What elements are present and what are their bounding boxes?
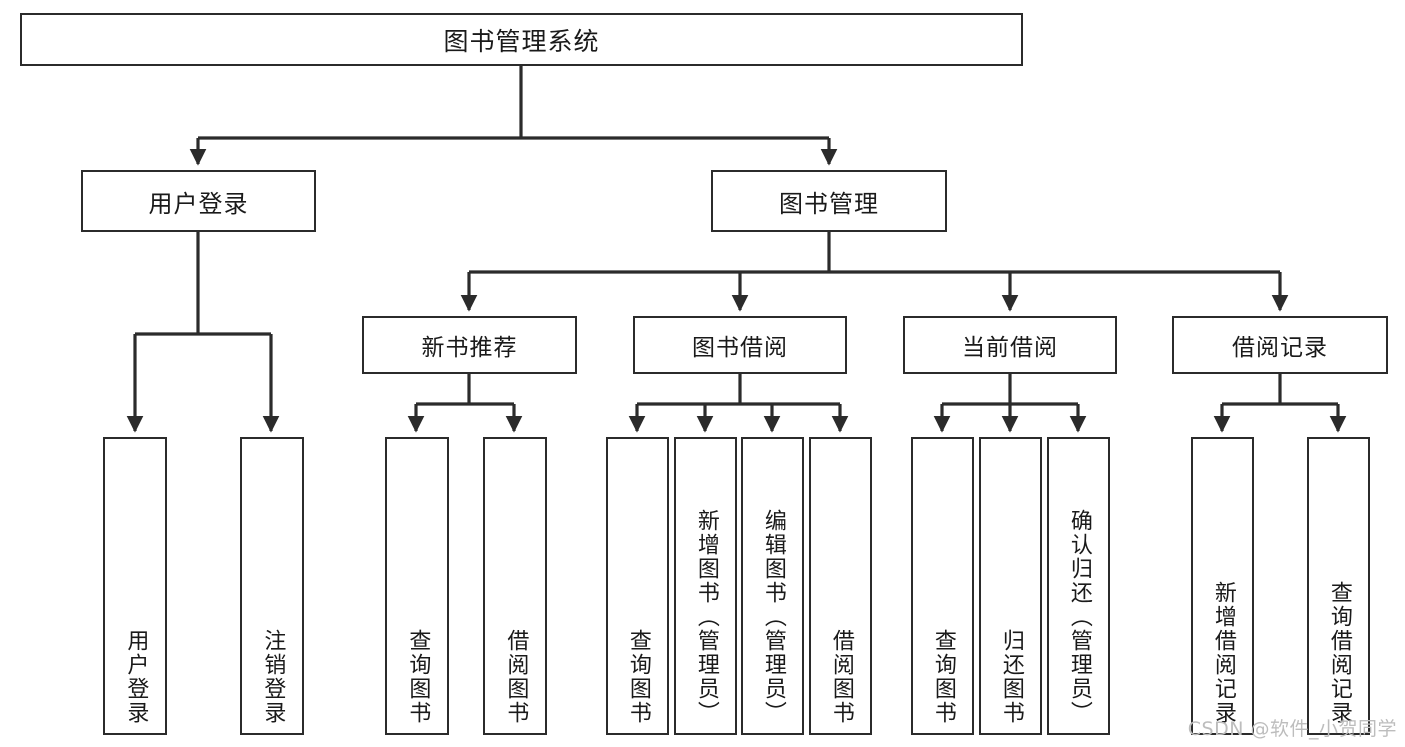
node-label: 借阅记录 bbox=[1232, 335, 1328, 361]
node-label: 图书借阅 bbox=[692, 335, 788, 361]
node-leaf-confirm-return-admin[interactable]: 确认归还（管理员） bbox=[1047, 437, 1110, 735]
node-leaf-add-borrow-record[interactable]: 新增借阅记录 bbox=[1191, 437, 1254, 735]
node-label: 归还图书 bbox=[998, 629, 1024, 725]
node-leaf-borrow-book-recommend[interactable]: 借阅图书 bbox=[483, 437, 547, 735]
node-leaf-query-book-borrow[interactable]: 查询图书 bbox=[606, 437, 669, 735]
node-borrow-record[interactable]: 借阅记录 bbox=[1172, 316, 1388, 374]
node-label: 借阅图书 bbox=[503, 629, 529, 725]
node-label: 用户登录 bbox=[123, 629, 149, 725]
node-leaf-borrow-book[interactable]: 借阅图书 bbox=[809, 437, 872, 735]
node-leaf-query-book-current[interactable]: 查询图书 bbox=[911, 437, 974, 735]
node-label: 图书管理系统 bbox=[443, 26, 600, 56]
node-label: 用户登录 bbox=[148, 189, 249, 218]
node-leaf-logout[interactable]: 注销登录 bbox=[240, 437, 304, 735]
node-label: 查询图书 bbox=[930, 629, 956, 725]
node-label: 查询借阅记录 bbox=[1326, 581, 1352, 725]
node-label: 借阅图书 bbox=[828, 629, 854, 725]
node-leaf-edit-book-admin[interactable]: 编辑图书（管理员） bbox=[741, 437, 804, 735]
node-new-book-recommend[interactable]: 新书推荐 bbox=[362, 316, 577, 374]
watermark: CSDN @软件_小贺同学 bbox=[1187, 718, 1397, 740]
node-root-system[interactable]: 图书管理系统 bbox=[20, 13, 1023, 66]
node-label: 编辑图书（管理员） bbox=[760, 509, 786, 725]
node-label: 当前借阅 bbox=[962, 335, 1058, 361]
node-leaf-add-book-admin[interactable]: 新增图书（管理员） bbox=[674, 437, 737, 735]
node-label: 查询图书 bbox=[625, 629, 651, 725]
node-label: 查询图书 bbox=[405, 629, 431, 725]
node-leaf-query-borrow-record[interactable]: 查询借阅记录 bbox=[1307, 437, 1370, 735]
node-user-login[interactable]: 用户登录 bbox=[81, 170, 316, 232]
node-leaf-user-login[interactable]: 用户登录 bbox=[103, 437, 167, 735]
node-label: 新增图书（管理员） bbox=[693, 509, 719, 725]
node-book-borrow[interactable]: 图书借阅 bbox=[633, 316, 847, 374]
node-label: 新增借阅记录 bbox=[1210, 581, 1236, 725]
node-current-borrow[interactable]: 当前借阅 bbox=[903, 316, 1117, 374]
node-label: 新书推荐 bbox=[421, 335, 518, 361]
node-label: 注销登录 bbox=[260, 629, 286, 725]
node-label: 确认归还（管理员） bbox=[1066, 509, 1092, 725]
node-leaf-return-book[interactable]: 归还图书 bbox=[979, 437, 1042, 735]
node-leaf-query-book-recommend[interactable]: 查询图书 bbox=[385, 437, 449, 735]
node-label: 图书管理 bbox=[779, 189, 879, 218]
node-book-management[interactable]: 图书管理 bbox=[711, 170, 947, 232]
